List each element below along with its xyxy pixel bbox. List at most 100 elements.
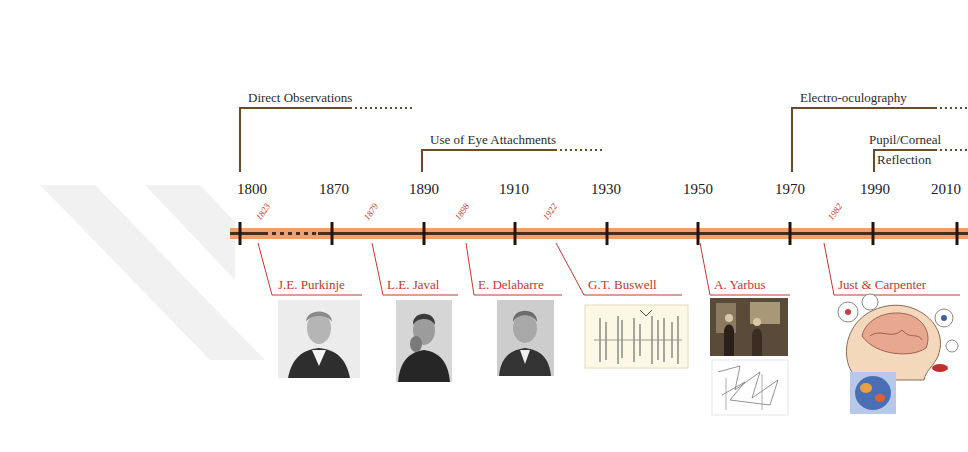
painting-image [725, 314, 733, 322]
portrait-photo [398, 350, 450, 382]
year-label: 1910 [499, 180, 529, 198]
leader-line [372, 243, 458, 295]
portrait-photo [307, 312, 331, 344]
person-name: J.E. Purkinje [278, 277, 345, 292]
cognition-illustration [838, 302, 858, 322]
period-bracket [422, 150, 555, 172]
person-name: Just & Carpenter [838, 277, 926, 292]
portrait-photo [410, 336, 422, 352]
cognition-illustration [870, 330, 922, 340]
cognition-illustration [946, 340, 958, 352]
axis-tick [514, 222, 517, 245]
cognition-illustration [941, 315, 947, 321]
event-year: 1982 [826, 202, 845, 222]
year-label: 1930 [591, 180, 621, 198]
portrait-photo [306, 312, 332, 323]
axis-tick [789, 222, 792, 245]
painting-image [710, 298, 788, 356]
portrait-photo [413, 314, 435, 325]
period-bracket [240, 108, 350, 172]
portrait-photo [288, 348, 350, 378]
portrait-photo [278, 300, 360, 378]
leader-line [824, 243, 960, 295]
brain-scan [860, 383, 872, 393]
axis-tick [697, 222, 700, 245]
period-label: Pupil/Corneal Reflection [869, 130, 964, 169]
cognition-illustration [932, 364, 948, 372]
axis-tick [606, 222, 609, 245]
period-bracket [935, 149, 968, 151]
event-year: 1898 [453, 202, 472, 222]
portrait-photo [513, 311, 537, 322]
scanpath-sketch [718, 366, 778, 405]
year-label: 1870 [319, 180, 349, 198]
timeline-bar [230, 228, 968, 239]
person-name: A. Yarbus [714, 277, 766, 292]
brain-scan [850, 372, 896, 414]
leader-line [556, 243, 682, 295]
year-label: 1800 [237, 180, 267, 198]
cognition-illustration [862, 294, 878, 310]
scanpath-sketch [726, 374, 762, 410]
timeline-bar [230, 228, 968, 239]
watermark-stripe [40, 185, 265, 360]
scanpath-sketch [712, 360, 788, 415]
cognition-illustration [845, 309, 851, 315]
person-name: L.E. Javal [387, 277, 439, 292]
axis-tick [956, 222, 959, 245]
event-year: 1879 [362, 202, 381, 222]
period-label: Use of Eye Attachments [430, 132, 556, 147]
axis-tick [872, 222, 875, 245]
cognition-illustration [846, 305, 940, 380]
portrait-photo [497, 300, 554, 376]
cognition-illustration [838, 294, 958, 380]
timeline-bar [230, 232, 968, 235]
portrait-photo [497, 300, 554, 376]
brain-scan [850, 372, 896, 414]
leader-line [700, 243, 790, 295]
axis-tick [240, 222, 957, 245]
axis-tick [239, 222, 242, 245]
watermark-stripe [40, 185, 265, 360]
eye-movement-record [594, 310, 682, 364]
year-label: 2010 [931, 180, 961, 198]
year-label: 1970 [775, 180, 805, 198]
portrait-photo [312, 350, 326, 366]
period-bracket [935, 107, 968, 109]
eye-movement-record [594, 340, 682, 341]
eye-movement-record [640, 310, 652, 316]
leader-line [258, 243, 362, 295]
painting-image [724, 325, 734, 357]
painting-image [710, 298, 788, 356]
cognition-illustration [862, 313, 928, 354]
person-name: G.T. Buswell [588, 277, 657, 292]
watermark-stripe [145, 185, 235, 280]
axis-tick [331, 222, 334, 245]
year-label: 1990 [860, 180, 890, 198]
brain-scan [855, 376, 891, 410]
portrait-photo [396, 300, 452, 382]
period-bracket [350, 107, 415, 109]
event-year: 1922 [541, 202, 560, 222]
period-label: Electro-oculography [800, 90, 907, 105]
scanpath-sketch [712, 360, 788, 415]
portrait-photo [499, 348, 551, 376]
person-name: E. Delabarre [478, 277, 544, 292]
portrait-photo [396, 300, 452, 382]
brain-scan [875, 394, 885, 402]
painting-image [753, 318, 761, 326]
painting-image [752, 329, 762, 357]
event-year: 1823 [254, 202, 273, 222]
period-bracket [240, 108, 968, 172]
leader-line [258, 243, 960, 295]
year-label: 1890 [409, 180, 439, 198]
period-bracket [555, 149, 605, 151]
period-label: Direct Observations [248, 90, 352, 105]
portrait-photo [278, 300, 360, 378]
portrait-photo [520, 350, 530, 364]
timeline-bar [268, 232, 318, 235]
eye-movement-record [585, 305, 688, 368]
